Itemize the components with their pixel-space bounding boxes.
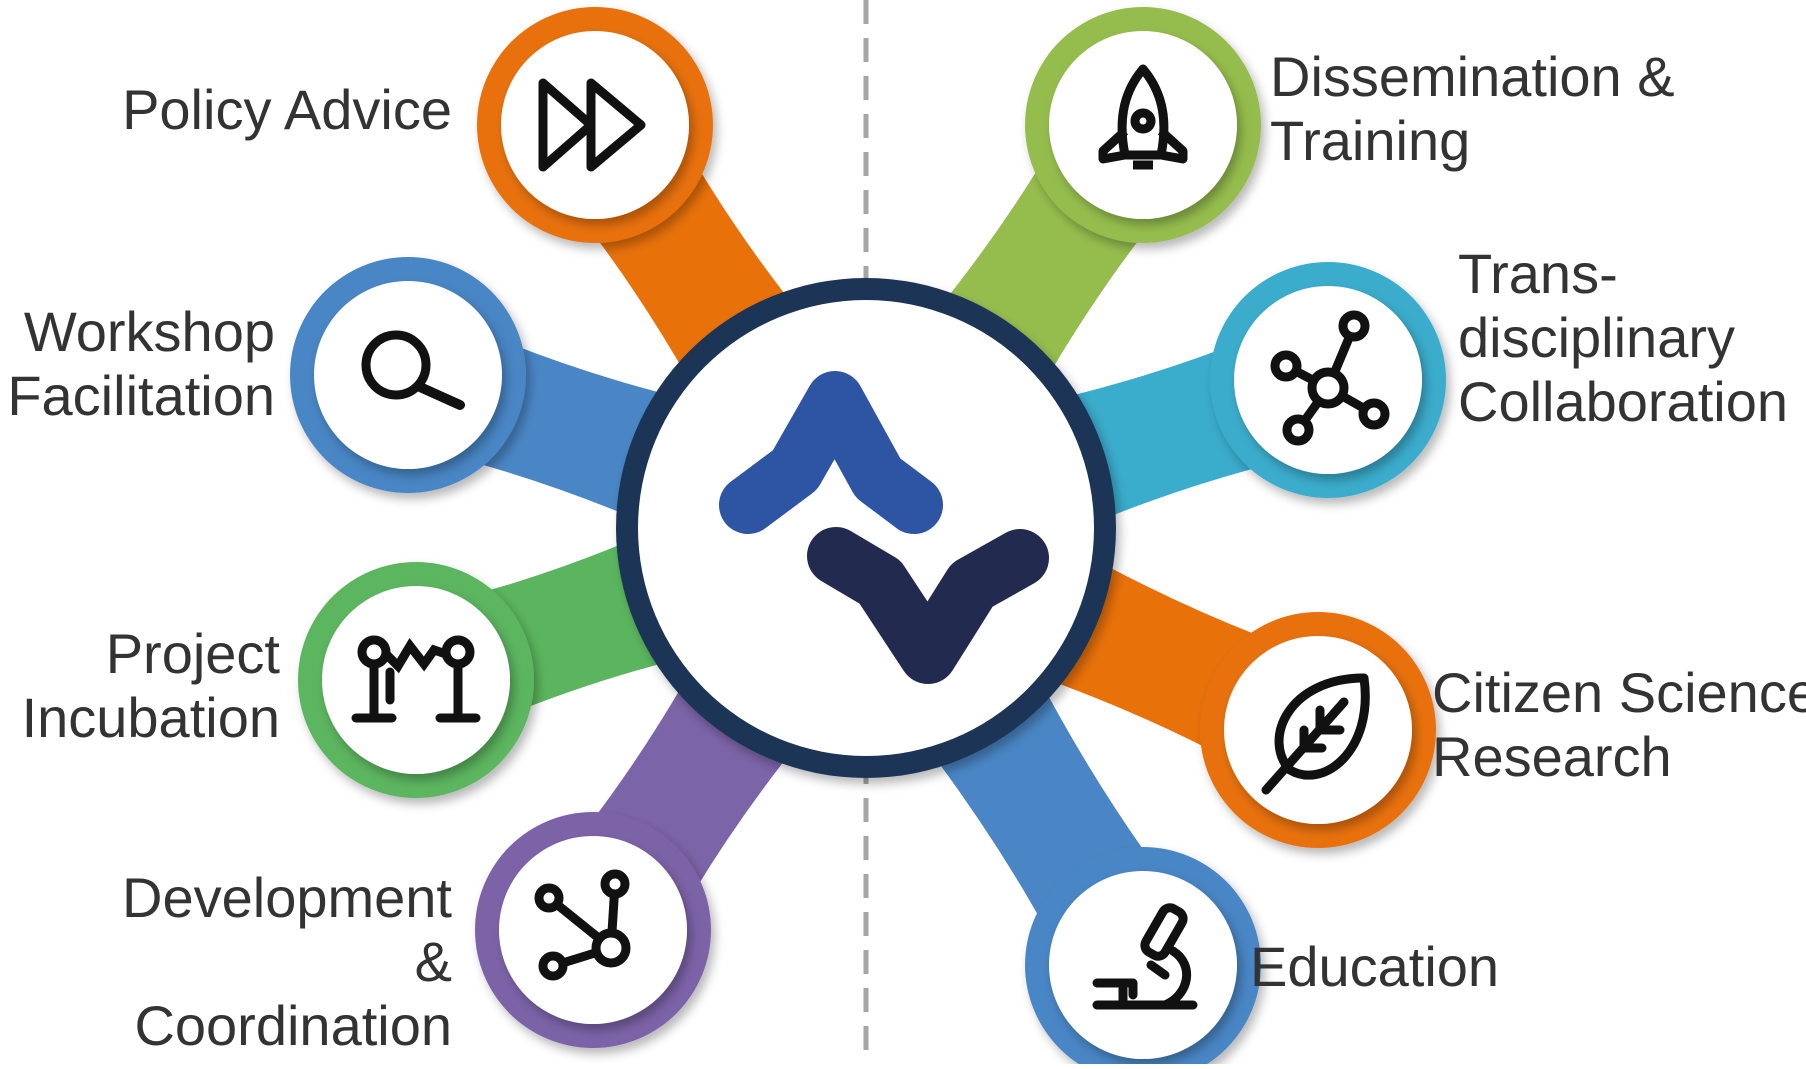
leaf-icon (1261, 673, 1370, 795)
bridge-icon (351, 635, 481, 723)
label-line: Coordination (134, 994, 452, 1057)
label-line: Education (1250, 935, 1500, 998)
label-education: Education (1250, 935, 1670, 999)
fast-forward-icon (538, 78, 646, 172)
network-graph-icon (534, 869, 631, 981)
label-line: Training (1270, 109, 1471, 172)
node-layer (290, 7, 1446, 1069)
node-development-coordination (475, 812, 711, 1048)
node-dissemination-training (1025, 7, 1261, 243)
node-project-incubation (298, 562, 534, 798)
node-transdisciplinary-collaboration (1210, 262, 1446, 498)
node-citizen-science-research (1200, 612, 1436, 848)
label-line: disciplinary (1458, 306, 1735, 369)
organization-logo (719, 371, 1049, 684)
label-line: & (414, 930, 452, 993)
label-policy-advice: Policy Advice (32, 78, 452, 142)
node-education (1025, 847, 1261, 1069)
label-line: Facilitation (7, 364, 275, 427)
label-line: Project (105, 622, 280, 685)
rocket-icon (1098, 64, 1188, 170)
label-line: Workshop (23, 300, 275, 363)
label-dissemination-training: Dissemination &Training (1270, 45, 1790, 173)
hub-network-icon (1270, 310, 1390, 446)
logo-upper-stroke (719, 371, 943, 534)
label-line: Citizen Science (1432, 661, 1806, 724)
label-line: Incubation (21, 686, 280, 749)
label-line: Research (1432, 725, 1672, 788)
label-line: Dissemination & (1270, 45, 1675, 108)
label-line: Policy Advice (122, 78, 452, 141)
label-line: Development (122, 866, 452, 929)
central-hub (616, 278, 1116, 778)
label-line: Trans- (1458, 242, 1618, 305)
node-policy-advice (477, 7, 713, 243)
label-development-coordination: Development&Coordination (32, 866, 452, 1058)
microscope-icon (1092, 903, 1198, 1010)
label-line: Collaboration (1458, 370, 1788, 433)
magnifier-icon (361, 330, 465, 410)
node-workshop-facilitation (290, 257, 526, 493)
logo-lower-stroke (807, 527, 1049, 684)
